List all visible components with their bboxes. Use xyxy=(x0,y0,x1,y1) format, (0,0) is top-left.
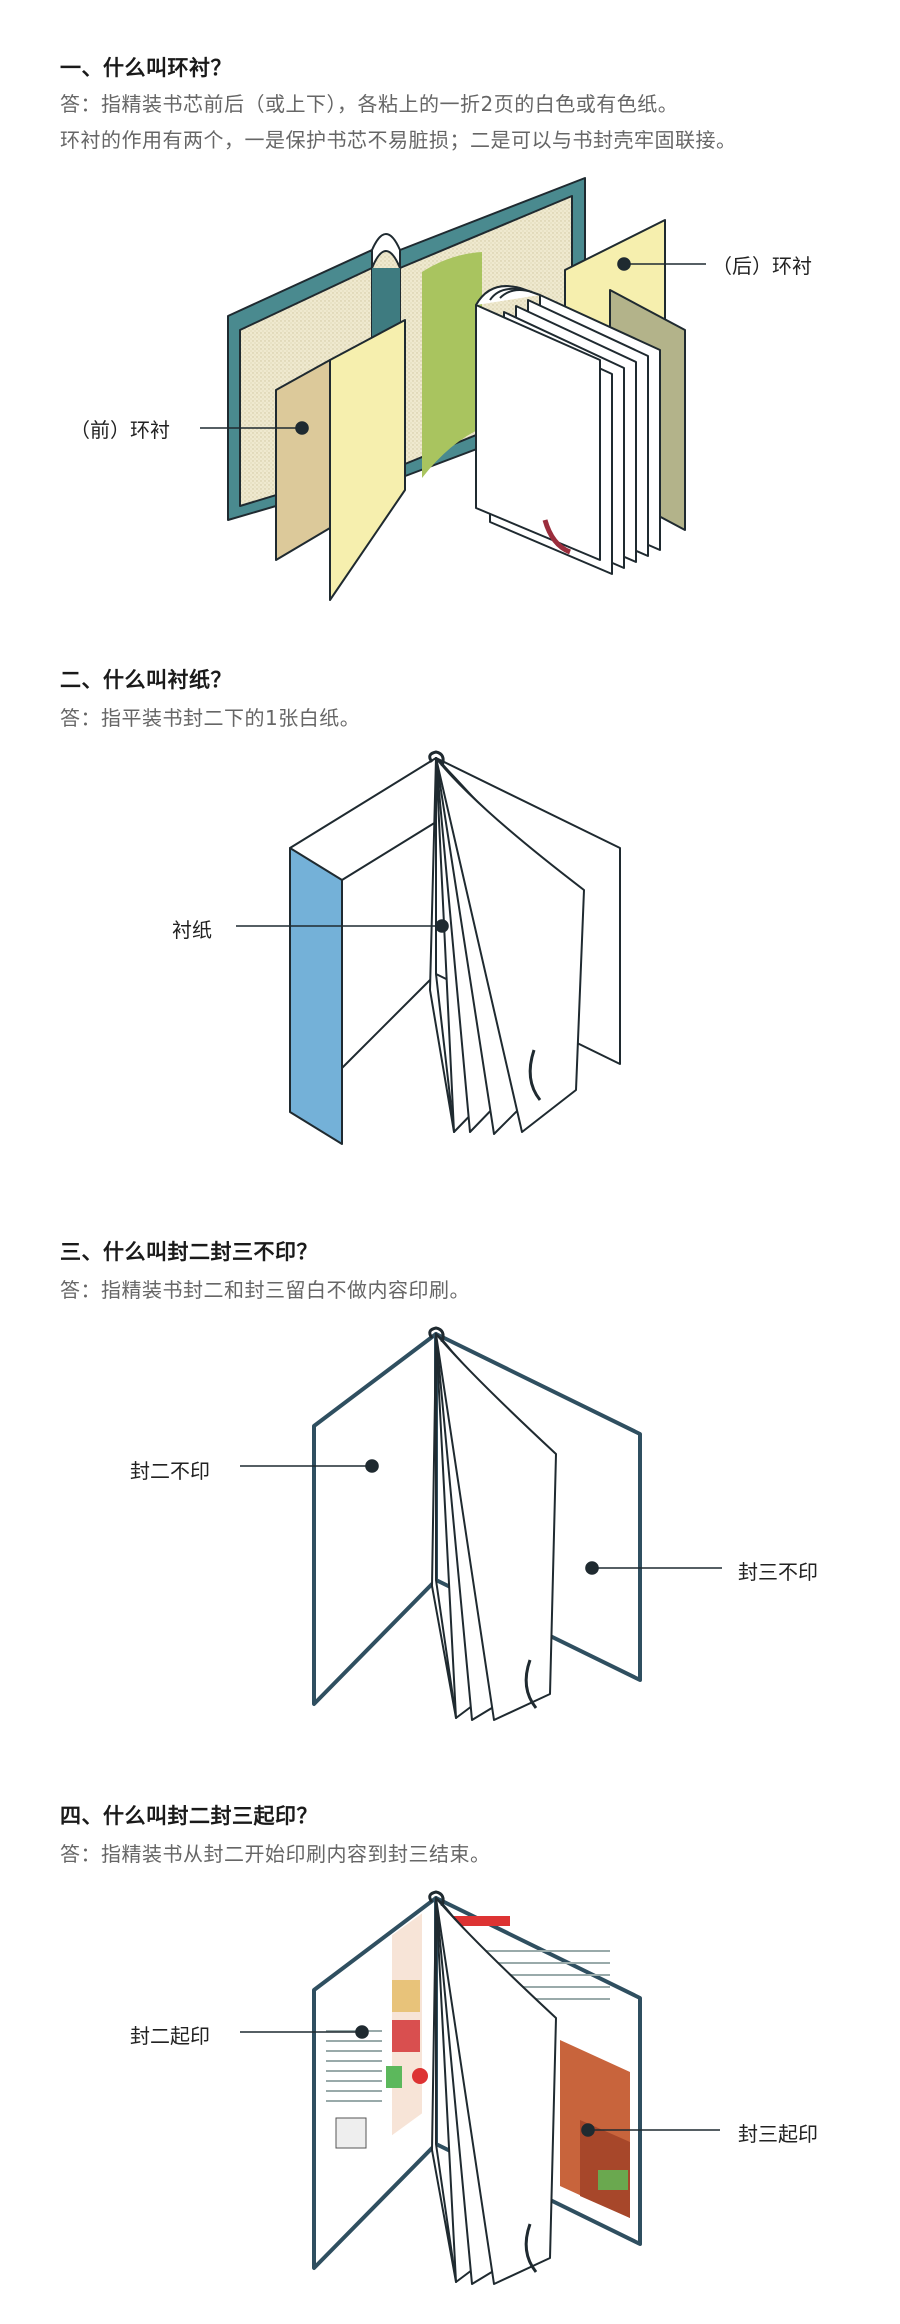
front-endpaper-sheet xyxy=(275,319,406,601)
label-back-endpaper: （后）环衬 xyxy=(712,254,812,278)
printed-content-left xyxy=(326,1913,428,2149)
section-2-title: 二、什么叫衬纸？ xyxy=(60,668,232,692)
callout-left-printed xyxy=(240,2025,369,2039)
section-2-answer-line-1: 答：指平装书封二下的1张白纸。 xyxy=(60,706,361,730)
covers-blank-illustration xyxy=(240,1326,722,1721)
section-3-title: 三、什么叫封二封三不印？ xyxy=(60,1240,318,1264)
endpaper-illustration xyxy=(200,177,706,601)
callout-back xyxy=(617,257,706,271)
label-liner-paper: 衬纸 xyxy=(172,918,212,942)
blue-liner-sheet xyxy=(289,847,343,1145)
callout-right-blank xyxy=(585,1561,722,1575)
label-front-endpaper: （前）环衬 xyxy=(70,418,170,442)
section-3-answer-line-1: 答：指精装书封二和封三留白不做内容印刷。 xyxy=(60,1278,470,1302)
section-1-answer-line-1: 答：指精装书芯前后（或上下），各粘上的一折2页的白色或有色纸。 xyxy=(60,92,679,116)
section-4-title: 四、什么叫封二封三起印？ xyxy=(60,1804,318,1828)
callout-left-blank xyxy=(240,1459,379,1473)
label-cover2-printed: 封二起印 xyxy=(130,2024,210,2048)
covers-printed-illustration xyxy=(240,1890,720,2285)
label-cover2-blank: 封二不印 xyxy=(130,1459,210,1483)
callout-right-printed xyxy=(581,2123,720,2137)
green-sheet xyxy=(422,252,482,478)
liner-paper-illustration xyxy=(236,750,621,1145)
label-cover3-blank: 封三不印 xyxy=(738,1560,818,1584)
book-block xyxy=(475,285,661,575)
section-1-answer-line-2: 环衬的作用有两个，一是保护书芯不易脏损；二是可以与书封壳牢固联接。 xyxy=(60,128,737,152)
label-cover3-printed: 封三起印 xyxy=(738,2122,818,2146)
callout-liner xyxy=(236,919,449,933)
callout-front xyxy=(200,421,309,435)
section-4-answer-line-1: 答：指精装书从封二开始印刷内容到封三结束。 xyxy=(60,1842,491,1866)
section-1-title: 一、什么叫环衬？ xyxy=(60,56,232,80)
printed-content-right xyxy=(450,1916,630,2218)
